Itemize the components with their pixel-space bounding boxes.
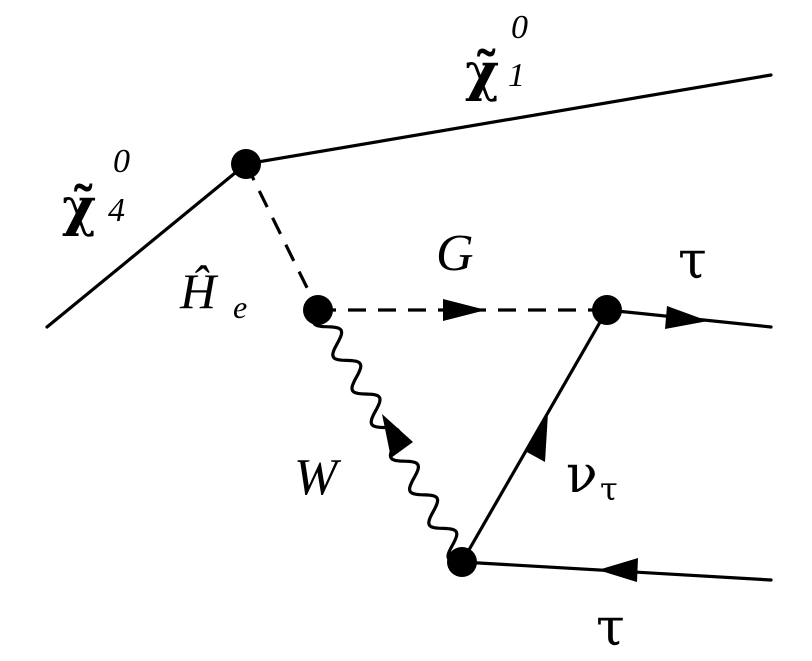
chi1-superscript: 0 [511, 9, 528, 46]
vertex-higgsino-w-goldstino [303, 295, 333, 325]
chi1-subscript: 1 [508, 57, 525, 94]
chi4-label: χ̃ [62, 177, 96, 238]
neutrino-subscript: τ [600, 470, 618, 508]
tau-outgoing-arrow-icon [665, 306, 708, 329]
higgsino-label: Ĥ [179, 263, 219, 319]
tau-incoming-label: τ [596, 598, 625, 658]
w-boson-label: W [294, 449, 342, 506]
tau-incoming-arrow-icon [598, 558, 638, 582]
higgsino-dashed-line [244, 163, 320, 311]
vertex-chi4-chi1 [231, 149, 261, 179]
goldstino-arrow-icon [443, 299, 486, 321]
chi4-subscript: 4 [108, 192, 125, 229]
w-boson-arrow-icon [382, 414, 413, 458]
higgsino-subscript: e [233, 289, 247, 325]
vertex-w-tau [447, 547, 477, 577]
chi4-superscript: 0 [113, 143, 130, 180]
chi4-incoming-line [45, 162, 248, 329]
goldstino-label: G [436, 225, 474, 282]
chi1-outgoing-line [244, 73, 773, 166]
tau-outgoing-label: τ [678, 231, 707, 291]
vertex-goldstino-tau [592, 295, 622, 325]
neutrino-arrow-icon [525, 413, 548, 462]
neutrino-label: ν [566, 445, 598, 505]
chi1-label: χ̃ [465, 42, 499, 103]
